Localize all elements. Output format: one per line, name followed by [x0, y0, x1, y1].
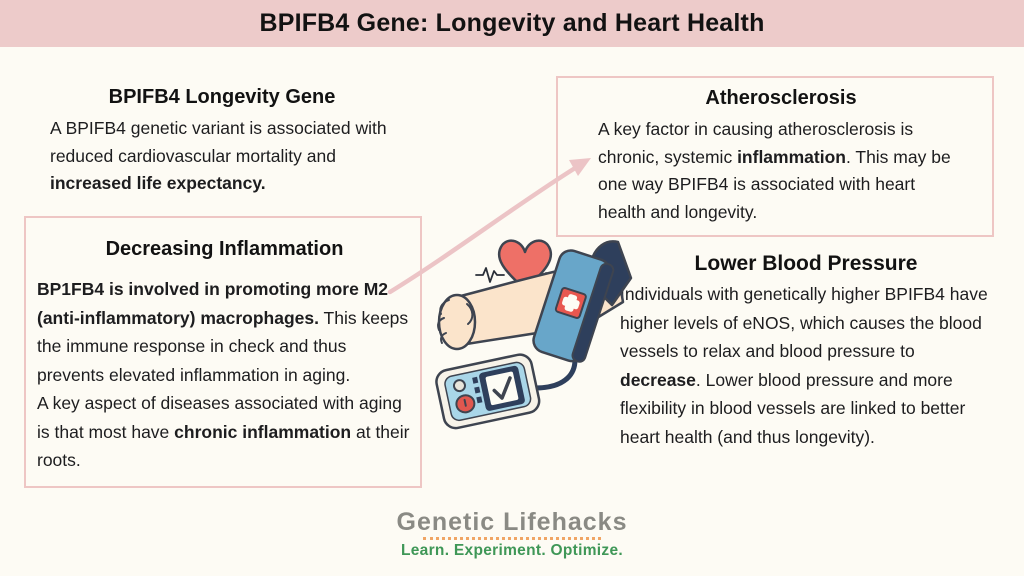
- title-banner: BPIFB4 Gene: Longevity and Heart Health: [0, 0, 1024, 47]
- atherosclerosis-body: A key factor in causing atherosclerosis …: [598, 116, 964, 226]
- blood-pressure-text-2: . Lower blood pressure and more flexibil…: [620, 369, 966, 447]
- box-decreasing-inflammation: Decreasing Inflammation BP1FB4 is involv…: [24, 216, 422, 488]
- box-atherosclerosis: Atherosclerosis A key factor in causing …: [556, 76, 994, 237]
- section-longevity-gene: BPIFB4 Longevity Gene A BPIFB4 genetic v…: [50, 86, 394, 198]
- inflammation-text: This keeps the immune response in check …: [37, 307, 409, 385]
- curved-arrow-icon: [387, 158, 591, 295]
- inflammation-text-2: A key aspect of diseases associated with…: [37, 393, 402, 442]
- blood-pressure-body: Individuals with genetically higher BPIF…: [620, 280, 992, 451]
- atherosclerosis-text-2: . This may be one way BPIFB4 is associat…: [598, 146, 951, 222]
- arm-with-cuff-icon: [437, 240, 633, 391]
- brand-logo: Genetic Lifehacks Learn. Experiment. Opt…: [0, 508, 1024, 560]
- dotted-divider: [423, 537, 601, 540]
- brand-name: Genetic Lifehacks: [396, 508, 628, 536]
- page-title: BPIFB4 Gene: Longevity and Heart Health: [259, 9, 765, 37]
- atherosclerosis-text-bold: inflammation: [737, 146, 846, 167]
- longevity-text-bold: increased life expectancy.: [50, 173, 266, 193]
- blood-pressure-heading: Lower Blood Pressure: [694, 252, 918, 275]
- blood-pressure-illustration: [435, 239, 633, 430]
- longevity-text: A BPIFB4 genetic variant is associated w…: [50, 118, 387, 166]
- longevity-heading: BPIFB4 Longevity Gene: [108, 86, 336, 108]
- atherosclerosis-heading: Atherosclerosis: [705, 87, 857, 109]
- inflammation-text-bold: BP1FB4 is involved in promoting more M2 …: [37, 279, 389, 328]
- blood-pressure-monitor-icon: [435, 353, 541, 430]
- inflammation-heading: Decreasing Inflammation: [105, 238, 344, 260]
- blood-pressure-text-bold: decrease: [620, 369, 696, 390]
- blood-pressure-text: Individuals with genetically higher BPIF…: [620, 284, 988, 361]
- section-lower-blood-pressure: Lower Blood Pressure Individuals with ge…: [620, 252, 992, 451]
- brand-tagline: Learn. Experiment. Optimize.: [400, 542, 623, 559]
- inflammation-text-3: at their roots.: [37, 421, 410, 471]
- inflammation-body: BP1FB4 is involved in promoting more M2 …: [37, 275, 412, 475]
- longevity-body: A BPIFB4 genetic variant is associated w…: [50, 115, 394, 198]
- atherosclerosis-text: A key factor in causing atherosclerosis …: [598, 119, 914, 167]
- inflammation-text-bold-2: chronic inflammation: [174, 421, 352, 442]
